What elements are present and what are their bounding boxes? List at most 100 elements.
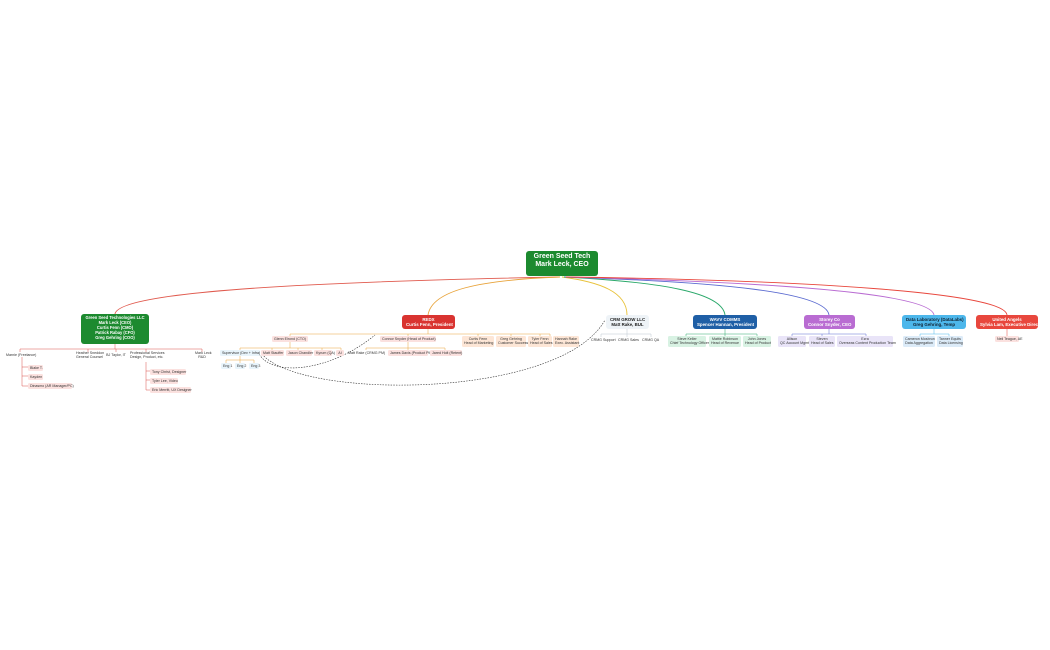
node-crmg-support[interactable]: CRMG Support: [589, 337, 616, 343]
node-eric[interactable]: Eric Merritt, UX Designer: [150, 387, 192, 394]
node-label: Data Licensing: [939, 341, 963, 346]
company-node-gst[interactable]: Green Seed Technologies LLC Mark Leck (C…: [81, 314, 149, 344]
company-line: Spencer Hannan, President: [697, 322, 755, 328]
root-subtitle: Mark Leck, CEO: [535, 261, 589, 269]
connector-root-redx: [427, 276, 561, 316]
node-label: AI: [338, 351, 342, 355]
node-eng-3[interactable]: Eng 3: [249, 363, 261, 370]
company-line: Connor Snyder, CEO: [808, 322, 852, 328]
company-title: CRM GROW LLC: [610, 317, 646, 322]
gst-children-connectors: [19, 344, 203, 391]
node-tyler-video[interactable]: Tyler Lee, Video: [150, 378, 178, 385]
node-label: Ezra: [861, 337, 869, 341]
node-james[interactable]: James Davis (Product PM): [388, 350, 433, 357]
company-node-crm-grow[interactable]: CRM GROW LLC Matt Rake, BUL: [606, 315, 649, 329]
node-label: Glenn Elrond (CTO): [274, 337, 306, 341]
node-label: Connor Snyder (Head of Product): [382, 337, 436, 341]
node-kayden[interactable]: Kayden: [28, 374, 43, 381]
connector-root-gst: [114, 276, 561, 315]
node-label: General Counsel: [76, 355, 103, 360]
node-label: Marnie (Freelance): [6, 353, 37, 357]
node-tony[interactable]: Tony Christ, Designer: [150, 369, 186, 376]
node-connor-product[interactable]: Connor Snyder (Head of Product): [380, 336, 436, 343]
node-neil[interactable]: Neil Teague, AE: [995, 336, 1023, 343]
node-kyrum[interactable]: Kyrum (QA): [314, 350, 335, 357]
node-label: Head of Revenue: [711, 341, 739, 346]
node-matt-rake-pm[interactable]: Matt Rake (CRMG PM): [346, 350, 386, 356]
node-crmg-qa[interactable]: CRMG QA: [640, 337, 660, 343]
node-glenn[interactable]: Glenn Elrond (CTO): [272, 336, 308, 343]
node-label: Matt Stauffer: [263, 351, 284, 355]
company-line: Matt Rake, BUL: [611, 322, 644, 328]
node-label: Head of Sales: [530, 341, 553, 346]
node-matt-stauffer[interactable]: Matt Stauffer: [261, 350, 284, 357]
node-jared[interactable]: Jared Holt (Retent): [430, 350, 462, 357]
node-label: Greg Gehring: [500, 337, 522, 341]
company-title: WAVV COMMS: [709, 317, 741, 322]
node-label: Overseas Content Production Team: [839, 341, 896, 346]
company-node-storey[interactable]: Storey Co Connor Snyder, CEO: [804, 315, 855, 329]
company-node-datalabs[interactable]: Data Laboratory (DataLabs) Greg Gehring,…: [902, 315, 966, 329]
company-line: Greg Gehring, Temp: [912, 322, 956, 328]
data-children-connectors: [919, 329, 950, 336]
node-label: Allison: [786, 337, 798, 341]
node-crmg-sales[interactable]: CRMG Sales: [616, 337, 639, 343]
node-label: Tanner Equits: [939, 337, 961, 341]
connector-root-angels: [565, 276, 1008, 316]
node-label: Eng 3: [251, 364, 261, 368]
dashed-relation-supervisor-mattrake: [257, 334, 376, 369]
node-label: James Davis (Product PM): [390, 351, 433, 355]
company-title: Green Seed Technologies LLC: [85, 315, 145, 320]
node-label: Dinasmo (AR Manager/PC): [30, 384, 74, 388]
node-eng-2[interactable]: Eng 2: [235, 363, 247, 370]
connector-root-crm: [561, 276, 628, 316]
node-bj-taylor[interactable]: BJ Taylor, IT: [104, 352, 128, 358]
node-label: Blake T.: [30, 366, 43, 370]
node-label: Mattie Robinson: [712, 337, 738, 341]
node-label: Eng 1: [223, 364, 233, 368]
node-label: Professional Services: [130, 351, 165, 355]
node-eng-1[interactable]: Eng 1: [221, 363, 233, 370]
node-label: Chief Technology Officer: [670, 341, 710, 346]
node-label: Supervisor (Dev + Infra): [222, 351, 261, 355]
node-label: Steve Keller: [677, 337, 697, 341]
node-label: R&D: [198, 355, 206, 360]
node-label: Eng 2: [237, 364, 247, 368]
company-title: REDX: [422, 317, 435, 322]
node-supervisor[interactable]: Supervisor (Dev + Infra): [220, 350, 261, 357]
company-node-united-angels[interactable]: United Angels Sylvia Lam, Executive Dire…: [976, 315, 1044, 329]
node-label: Mark Leck: [195, 351, 212, 355]
node-dinasmo[interactable]: Dinasmo (AR Manager/PC): [28, 383, 74, 390]
company-node-redx[interactable]: REDX Curtis Fenn, President: [402, 315, 455, 329]
node-label: Hannah Rake: [555, 337, 577, 341]
company-title: Storey Co: [819, 317, 840, 322]
node-marnie[interactable]: Marnie (Freelance): [4, 352, 38, 358]
node-label: Neil Teague, AE: [997, 337, 1023, 341]
node-jason[interactable]: Jason Chandler: [286, 350, 313, 357]
node-ai[interactable]: AI: [336, 350, 344, 357]
company-line: Sylvia Lam, Executive Director: [980, 322, 1044, 328]
company-title: Data Laboratory (DataLabs): [906, 317, 964, 322]
company-line: Curtis Fenn (CMO): [96, 324, 134, 330]
company-node-wavv[interactable]: WAVV COMMS Spencer Hannan, President: [693, 315, 757, 329]
root-title: Green Seed Tech: [533, 253, 591, 260]
root-node[interactable]: Green Seed Tech Mark Leck, CEO: [526, 251, 598, 276]
node-label: QC Account Mgmt: [780, 341, 810, 346]
node-blake[interactable]: Blake T.: [28, 365, 43, 372]
